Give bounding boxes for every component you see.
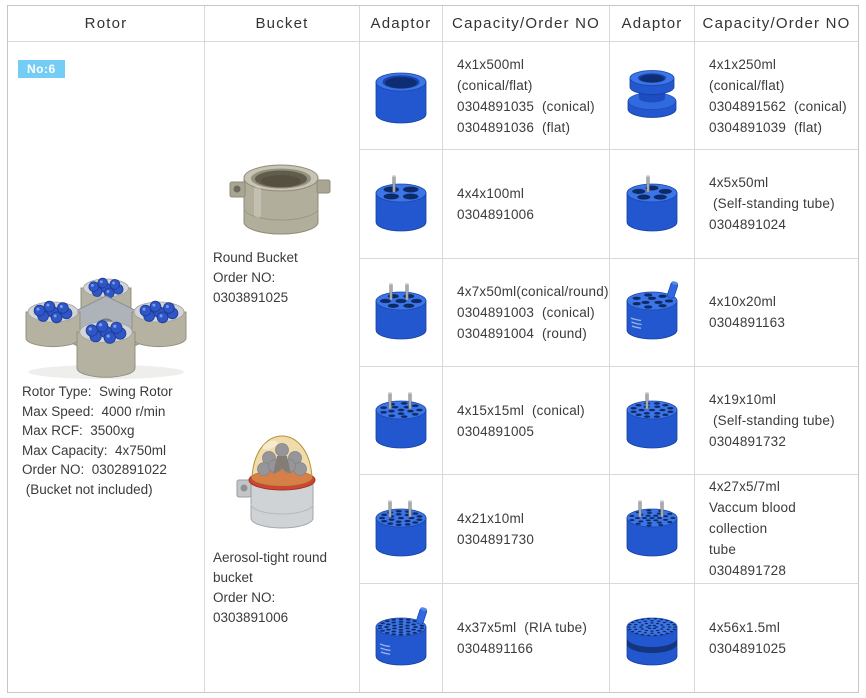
adaptor-cell (360, 475, 443, 584)
aerosol-bucket-label: Aerosol-tight round bucket Order NO: 030… (213, 550, 328, 625)
capacity-cell: 4x10x20ml 0304891163 (695, 259, 858, 367)
aerosol-bucket-photo (227, 428, 337, 540)
capacity-text: 4x37x5ml (RIA tube) 0304891166 (457, 619, 588, 656)
capacity-text: 4x10x20ml 0304891163 (709, 294, 786, 331)
swing-rotor-photo (17, 262, 195, 382)
capacity-cell: 4x19x10ml (Self-standing tube) 030489173… (695, 367, 858, 476)
adaptor-cell (360, 367, 443, 476)
capacity-text: 4x7x50ml(conical/round) 0304891003 (coni… (457, 283, 609, 341)
capacity-cell: 4x7x50ml(conical/round) 0304891003 (coni… (443, 258, 610, 367)
adaptor-500ml-cup-icon (368, 65, 434, 127)
header-adaptor-1: Adaptor (360, 6, 443, 42)
capacity-cell: 4x27x5/7ml Vaccum blood collection tube … (695, 475, 858, 584)
rotor-number-badge: No:6 (18, 60, 65, 78)
rotor-cell: No:6 Rotor Type: Swing Rotor Max Speed: … (8, 42, 205, 692)
capacity-text: 4x1x500ml (conical/flat) 0304891035 (con… (457, 56, 595, 135)
adaptor-cell (360, 258, 443, 367)
adaptor-cell (360, 42, 443, 151)
capacity-cell: 4x56x1.5ml 0304891025 (695, 584, 858, 692)
adaptor-cell (610, 367, 695, 476)
adaptor-15x15ml-icon (368, 390, 434, 452)
adaptor-cell (610, 258, 695, 367)
adaptor-4x100ml-icon (368, 173, 434, 235)
adaptor-5x50ml-icon (619, 173, 685, 235)
capacity-cell: 4x1x250ml (conical/flat) 0304891562 (con… (695, 42, 858, 151)
adaptor-cell (360, 583, 443, 692)
capacity-cell: 4x37x5ml (RIA tube) 0304891166 (443, 583, 610, 692)
capacity-text: 4x19x10ml (Self-standing tube) 030489173… (709, 392, 835, 450)
header-bucket: Bucket (205, 6, 360, 42)
adaptor-250ml-spool-icon (619, 65, 685, 127)
capacity-cell: 4x1x500ml (conical/flat) 0304891035 (con… (443, 42, 610, 151)
capacity-text: 4x1x250ml (conical/flat) 0304891562 (con… (709, 56, 847, 135)
capacity-text: 4x27x5/7ml Vaccum blood collection tube … (709, 479, 796, 579)
round-bucket-photo (226, 148, 338, 246)
adaptor-27x5-7ml-icon (619, 498, 685, 560)
capacity-text: 4x4x100ml 0304891006 (457, 185, 535, 222)
adaptor-cell (610, 150, 695, 259)
capacity-cell: 4x15x15ml (conical) 0304891005 (443, 367, 610, 476)
bucket-cell: Round Bucket Order NO: 0303891025 Aeroso… (205, 42, 360, 692)
adaptor-21x10ml-icon (368, 498, 434, 560)
capacity-text: 4x5x50ml (Self-standing tube) 0304891024 (709, 175, 835, 233)
adaptor-37x5ml-icon (368, 607, 434, 669)
adaptor-cell (360, 150, 443, 259)
capacity-text: 4x21x10ml 0304891730 (457, 510, 535, 547)
rotor-spec-table: Rotor Bucket Adaptor Capacity/Order NO A… (7, 5, 859, 693)
capacity-text: 4x56x1.5ml 0304891025 (709, 619, 787, 656)
capacity-text: 4x15x15ml (conical) 0304891005 (457, 402, 585, 439)
capacity-cell: 4x4x100ml 0304891006 (443, 150, 610, 259)
header-rotor: Rotor (8, 6, 205, 42)
adaptor-7x50ml-icon (368, 281, 434, 343)
capacity-cell: 4x5x50ml (Self-standing tube) 0304891024 (695, 150, 858, 259)
adaptor-10x20ml-icon (619, 281, 685, 343)
header-capacity-1: Capacity/Order NO (443, 6, 610, 42)
header-adaptor-2: Adaptor (610, 6, 695, 42)
rotor-specs-text: Rotor Type: Swing Rotor Max Speed: 4000 … (22, 384, 173, 497)
capacity-cell: 4x21x10ml 0304891730 (443, 475, 610, 584)
adaptor-19x10ml-icon (619, 390, 685, 452)
round-bucket-label: Round Bucket Order NO: 0303891025 (213, 250, 298, 305)
header-capacity-2: Capacity/Order NO (695, 6, 858, 42)
adaptor-cell (610, 42, 695, 151)
adaptor-cell (610, 583, 695, 692)
adaptor-56x1.5ml-icon (619, 607, 685, 669)
adaptor-cell (610, 475, 695, 584)
